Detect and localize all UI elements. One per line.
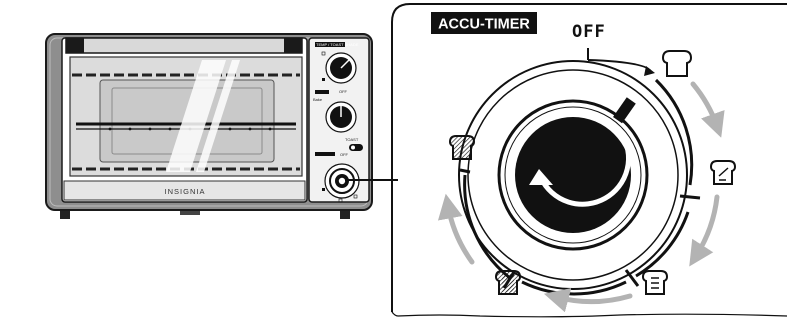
- callout-panel: ACCU-TIMER OFF: [391, 3, 787, 318]
- temp-knob[interactable]: TEMP / TOAST SHADE: [315, 42, 359, 84]
- toast-medium-dark-icon: [494, 270, 522, 295]
- knob-rotation-arrowhead: [529, 169, 553, 185]
- oven-foot-right: [340, 205, 350, 219]
- dial-pointer: [613, 97, 636, 124]
- dial-middle-ring: [467, 69, 679, 281]
- accu-timer-badge-text: ACCU-TIMER: [438, 17, 530, 33]
- toast-button-label: TOAST: [345, 137, 359, 142]
- dial-inner-ring-2: [504, 106, 642, 244]
- callout-frame: [391, 3, 787, 312]
- oven-foot-left: [60, 205, 70, 219]
- rotation-guide-arrows: [437, 81, 725, 312]
- timer-knob-off-label: OFF: [340, 152, 349, 157]
- toast-button[interactable]: TOAST: [345, 137, 363, 151]
- dial-inner-ring: [497, 99, 649, 251]
- dial-knob-cap[interactable]: [515, 117, 631, 233]
- toast-light-icon: [661, 50, 693, 77]
- brand-strip: [63, 180, 306, 201]
- temp-knob-label: TEMP / TOAST SHADE: [316, 42, 359, 47]
- knob-rotation-arrow: [538, 130, 632, 207]
- door-handle[interactable]: [65, 37, 303, 54]
- accu-timer-badge: [431, 12, 537, 34]
- function-knob[interactable]: OFF Bake: [313, 89, 357, 133]
- toast-medium-icon: [641, 270, 669, 295]
- toast-medium-light-icon: [709, 160, 737, 185]
- function-knob-off-label: OFF: [339, 89, 348, 94]
- door-handle-bracket-left: [66, 38, 84, 53]
- off-label: OFF: [572, 22, 606, 42]
- timer-arc: [459, 48, 701, 296]
- brand-label: INSIGNIA: [165, 187, 206, 196]
- glass-reflection: [166, 60, 240, 172]
- toaster-oven: INSIGNIA TEMP / TOAST SHADE OFF Bake TOA…: [45, 33, 373, 219]
- function-knob-bake-label: Bake: [313, 97, 323, 102]
- callout-bottom-edge: [391, 311, 787, 318]
- accu-timer-dial[interactable]: [458, 60, 688, 290]
- toast-dark-icon: [448, 135, 476, 160]
- door-handle-bracket-right: [284, 38, 302, 53]
